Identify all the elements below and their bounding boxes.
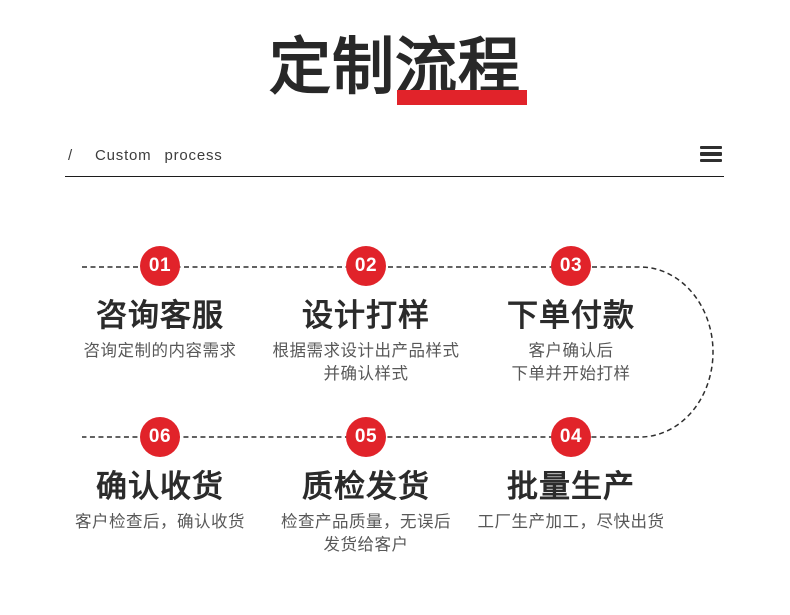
step-number-badge: 06: [140, 417, 180, 457]
page-title: 定制流程: [0, 33, 790, 105]
step-title: 确认收货: [96, 469, 224, 504]
process-step-03: 03 下单付款 客户确认后 下单并开始打样: [446, 246, 696, 386]
step-number-badge: 02: [346, 246, 386, 286]
title-highlighted-part: 流程: [395, 36, 528, 105]
process-step-05: 05 质检发货 检查产品质量，无误后 发货给客户: [241, 417, 491, 557]
header-divider-line: [65, 176, 724, 177]
step-number-badge: 04: [551, 417, 591, 457]
subtitle-row: / Custom process: [65, 145, 724, 165]
step-number-badge: 03: [551, 246, 591, 286]
process-step-06: 06 确认收货 客户检查后，确认收货: [35, 417, 285, 534]
step-title: 设计打样: [302, 298, 430, 333]
step-title: 质检发货: [302, 469, 430, 504]
title-underline-bar: [397, 90, 528, 105]
step-description: 根据需求设计出产品样式 并确认样式: [272, 342, 460, 383]
title-plain-part: 定制: [268, 33, 395, 102]
subtitle-slash: /: [68, 147, 73, 164]
subtitle-text: Custom process: [95, 147, 223, 164]
step-description: 客户确认后 下单并开始打样: [511, 342, 631, 383]
step-number-badge: 05: [346, 417, 386, 457]
hamburger-menu-icon: [700, 146, 722, 162]
process-step-02: 02 设计打样 根据需求设计出产品样式 并确认样式: [241, 246, 491, 386]
step-number-badge: 01: [140, 246, 180, 286]
step-description: 客户检查后，确认收货: [75, 513, 245, 531]
step-title: 批量生产: [507, 469, 635, 504]
step-title: 咨询客服: [96, 298, 224, 333]
step-description: 工厂生产加工，尽快出货: [477, 513, 665, 531]
step-description: 检查产品质量，无误后 发货给客户: [281, 513, 451, 554]
step-title: 下单付款: [507, 298, 635, 333]
process-step-01: 01 咨询客服 咨询定制的内容需求: [35, 246, 285, 363]
process-step-04: 04 批量生产 工厂生产加工，尽快出货: [446, 417, 696, 534]
step-description: 咨询定制的内容需求: [83, 342, 237, 360]
